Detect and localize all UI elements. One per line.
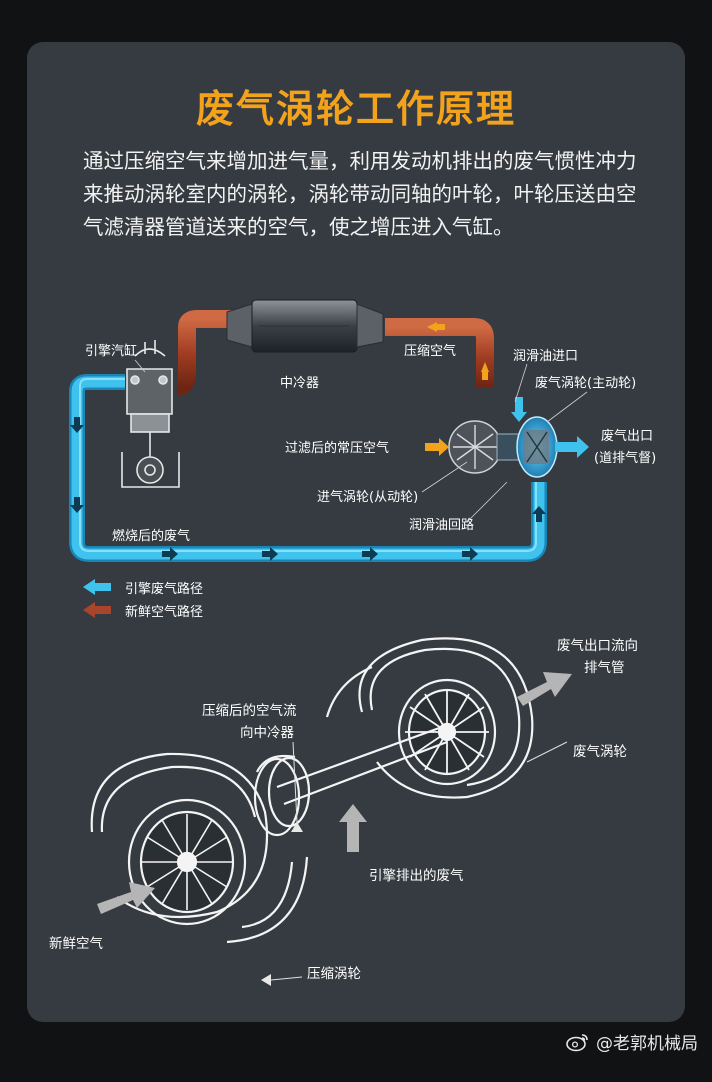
label-intercooler: 中冷器 <box>280 376 319 391</box>
label-engine-exhaust: 引擎排出的废气 <box>369 868 464 884</box>
label-compressed-to-ic-1: 压缩后的空气流 <box>202 703 297 719</box>
watermark-text: @老郭机械局 <box>596 1034 698 1054</box>
turbo-illustration <box>90 637 534 944</box>
label-engine-cylinder: 引擎汽缸 <box>85 343 137 359</box>
engine-cylinder <box>121 340 180 488</box>
exhaust-flow-arrows <box>70 417 546 561</box>
label-compressed-to-ic-2: 向中冷器 <box>240 725 294 741</box>
watermark: @老郭机械局 <box>566 1029 698 1054</box>
label-compressor-turbine: 压缩涡轮 <box>307 966 361 982</box>
legend: 引擎废气路径 新鲜空气路径 <box>83 579 203 620</box>
label-exhaust-to-pipe-2: 排气管 <box>584 660 625 676</box>
label-burned-exhaust: 燃烧后的废气 <box>112 528 190 544</box>
label-exhaust-outlet: 废气出口 <box>601 428 653 444</box>
label-exhaust-to-pipe-1: 废气出口流向 <box>557 638 638 654</box>
label-oil-return: 润滑油回路 <box>409 517 474 533</box>
label-oil-inlet: 润滑油进口 <box>513 349 578 364</box>
turbo-diagram: 引擎汽缸 中冷器 压缩空气 润滑油进口 废气涡轮(主动轮) 过滤后的常压空气 废… <box>49 299 656 986</box>
intro-paragraph: 通过压缩空气来增加进气量，利用发动机排出的废气惯性冲力来推动涡轮室内的涡轮，涡轮… <box>83 149 637 239</box>
infographic-card: 废气涡轮工作原理 通过压缩空气来增加进气量，利用发动机排出的废气惯性冲力来推动涡… <box>27 42 685 1022</box>
legend-exhaust-arrow-icon <box>83 579 111 595</box>
label-intake-turbine: 进气涡轮(从动轮) <box>317 489 418 505</box>
label-filtered-air: 过滤后的常压空气 <box>285 440 389 456</box>
turbocharger <box>425 397 589 478</box>
label-exhaust-turbine-drive: 废气涡轮(主动轮) <box>535 375 636 391</box>
legend-exhaust-label: 引擎废气路径 <box>125 581 203 597</box>
label-compressed-air: 压缩空气 <box>404 343 456 359</box>
label-exhaust-turbine: 废气涡轮 <box>573 744 627 760</box>
label-exhaust-outlet-sub: (道排气督) <box>594 450 656 466</box>
page-title: 废气涡轮工作原理 <box>195 87 516 131</box>
illustration-flow-arrows <box>97 672 572 914</box>
exhaust-path-loop <box>69 374 547 562</box>
legend-fresh-air-arrow-icon <box>83 602 111 618</box>
weibo-icon <box>566 1033 588 1051</box>
intercooler <box>226 299 384 353</box>
fresh-air-path <box>176 310 494 396</box>
label-fresh-air: 新鲜空气 <box>49 936 103 952</box>
legend-fresh-air-label: 新鲜空气路径 <box>125 604 203 620</box>
